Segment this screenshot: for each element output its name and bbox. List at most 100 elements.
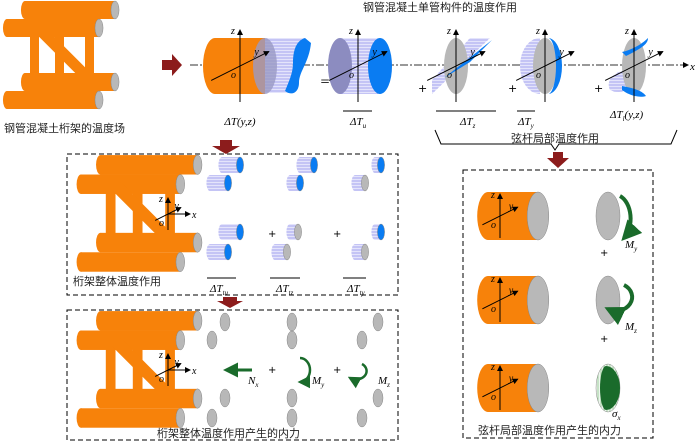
- chord-section: [206, 330, 218, 350]
- moment-y-label: My: [311, 375, 325, 389]
- tube-end: [2, 91, 12, 109]
- local-stress-label: σx: [612, 408, 621, 422]
- y-axis-icon: [328, 51, 388, 81]
- tube-section: [110, 72, 120, 92]
- origin-label: o: [491, 392, 496, 403]
- origin-label: o: [491, 220, 496, 231]
- y-axis-icon: [210, 51, 270, 81]
- y-gradient-label: ΔTy: [517, 116, 535, 130]
- z-label: z: [490, 190, 495, 201]
- truss-web: [85, 20, 94, 90]
- tube: [290, 224, 298, 240]
- tube-end: [96, 388, 105, 409]
- chord-section: [219, 388, 231, 408]
- y-axis-icon: [604, 51, 664, 81]
- z-label: z: [490, 362, 495, 373]
- uniform-label: ΔTu: [349, 116, 367, 130]
- tube-section: [294, 223, 302, 241]
- tube-end: [477, 364, 499, 412]
- tube-section: [296, 174, 304, 192]
- tube-end: [20, 1, 30, 19]
- flow-arrow-right: [162, 54, 182, 76]
- y-label: y: [371, 47, 377, 58]
- plus-sign: +: [600, 248, 608, 259]
- chord-section: [372, 388, 384, 408]
- origin-label: o: [625, 70, 630, 81]
- chord-section: [206, 408, 218, 428]
- tube-end: [206, 244, 214, 260]
- z-label: z: [624, 26, 629, 37]
- tube-section: [236, 223, 244, 241]
- chord-section: [286, 330, 298, 350]
- tube-section: [175, 174, 185, 195]
- plus-sign: +: [268, 365, 276, 376]
- truss-forces-label: 桁架整体温度作用产生的内力: [157, 426, 300, 440]
- plus-sign: +: [333, 229, 341, 240]
- truss-temperature-field: [2, 0, 120, 110]
- tube-section: [192, 232, 203, 253]
- tube-end: [96, 311, 105, 331]
- tube-section: [526, 363, 550, 413]
- local-moment-z-label: Mz: [624, 321, 637, 335]
- tube-end: [371, 224, 379, 240]
- y-label: y: [508, 373, 514, 384]
- z-label: z: [348, 26, 353, 37]
- z-label: z: [230, 26, 235, 37]
- truss-diagonal: [36, 26, 94, 84]
- tube-end: [76, 174, 86, 194]
- tube-end: [351, 175, 359, 191]
- y-gradient-cylinder: [520, 38, 562, 94]
- plus-sign: +: [268, 229, 276, 240]
- tube-end: [351, 244, 359, 260]
- tube-section: [377, 223, 385, 241]
- tube: [300, 157, 314, 173]
- origin-label: o: [159, 374, 164, 385]
- tube: [25, 73, 115, 91]
- tube-end: [286, 175, 294, 191]
- tube-section: [361, 174, 369, 192]
- truss-y-label: ΔTty: [346, 283, 366, 297]
- moment-z-arrow: [604, 283, 635, 326]
- chord-section: [372, 312, 384, 332]
- chord-local-label: 弦杆局部温度作用: [511, 131, 599, 145]
- moment-y-arrow: [297, 356, 312, 389]
- chord-section: [286, 408, 298, 428]
- flow-arrow-down: [547, 152, 569, 168]
- tube-section: [224, 174, 232, 192]
- tube-section: [175, 330, 185, 351]
- chord-forces-label: 弦杆局部温度作用产生的内力: [478, 423, 621, 437]
- tube-section: [526, 191, 550, 241]
- y-axis-icon: [482, 206, 519, 226]
- tube-section: [283, 243, 291, 261]
- tube: [100, 155, 198, 175]
- flow-arrow-down: [212, 132, 240, 154]
- y-label: y: [173, 201, 179, 212]
- y-label: y: [508, 201, 514, 212]
- tube-end: [218, 224, 226, 240]
- tube-end: [477, 192, 499, 240]
- tube-end: [206, 175, 214, 191]
- y-axis-icon: [515, 51, 575, 81]
- stress-distribution: [600, 366, 620, 410]
- tube: [100, 388, 198, 409]
- truss-web: [105, 175, 116, 252]
- truss-web: [30, 20, 39, 90]
- truss-web: [105, 331, 116, 408]
- z-label: z: [158, 350, 163, 361]
- origin-label: o: [231, 70, 236, 81]
- chord-forces-panel: [462, 169, 654, 439]
- tube: [355, 175, 365, 191]
- tube-end: [20, 73, 30, 91]
- tube-end: [96, 232, 105, 253]
- x-label: x: [191, 210, 197, 221]
- tube-end: [271, 244, 279, 260]
- chord-section: [356, 408, 368, 428]
- truss-global-label: 桁架整体温度作用: [73, 274, 161, 288]
- chord-section: [286, 388, 298, 408]
- truss-forces-panel: [66, 309, 399, 441]
- chord-section: [219, 312, 231, 332]
- tube: [100, 232, 198, 253]
- tube-section: [361, 243, 369, 261]
- tube-section: [192, 154, 203, 175]
- eq-sign: =: [320, 74, 330, 88]
